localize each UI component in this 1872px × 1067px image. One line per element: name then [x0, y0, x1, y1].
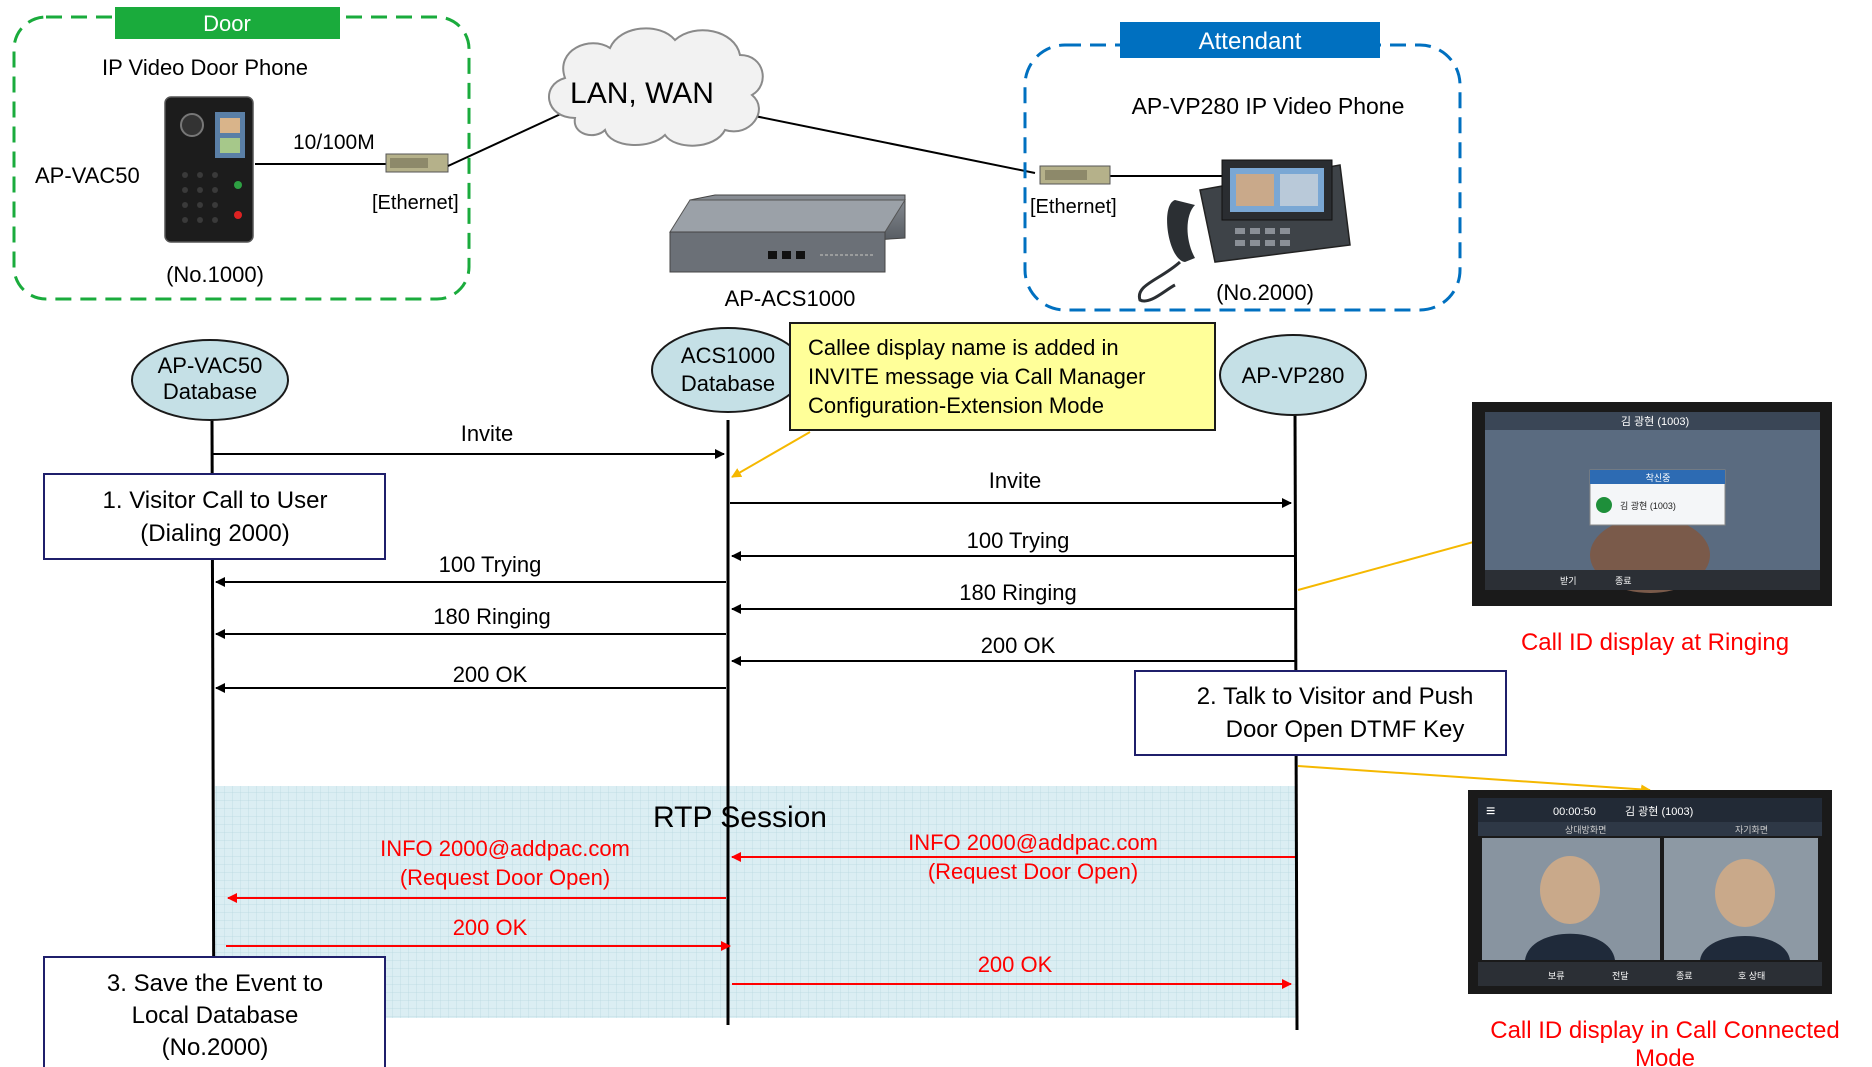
- connected-btn-end: 종료: [1676, 971, 1693, 981]
- msg-ok-right-label: 200 OK: [981, 633, 1056, 658]
- lane-acs1000-line1: ACS1000: [681, 343, 775, 368]
- callout-line1: Callee display name is added in: [808, 335, 1119, 360]
- callout-note: Callee display name is added in INVITE m…: [789, 322, 1216, 431]
- acs-server-device: [669, 194, 906, 273]
- msg-ok-red-left-label: 200 OK: [453, 915, 528, 940]
- rtp-session-area: [215, 786, 1297, 1018]
- connected-left-label: 상대방화면: [1565, 825, 1606, 835]
- msg-info-right-line1: INFO 2000@addpac.com: [908, 830, 1158, 855]
- step2-line1: 2. Talk to Visitor and Push: [1197, 683, 1474, 710]
- step2-box: 2. Talk to Visitor and Push Door Open DT…: [1134, 670, 1507, 756]
- callout-line2: INVITE message via Call Manager: [808, 364, 1145, 389]
- connected-screenshot: ≡ 00:00:50 김 광현 (1003) 상대방화면 자기화면 보류 전달 …: [1468, 790, 1832, 994]
- ringing-btn-accept: 받기: [1560, 576, 1577, 586]
- cloud-to-attendant-link: [734, 111, 1036, 174]
- msg-ringing-left-label: 180 Ringing: [433, 604, 550, 629]
- callout-pointer: [731, 431, 811, 478]
- lan-wan-cloud: LAN, WAN: [548, 27, 764, 147]
- msg-info-left-line1: INFO 2000@addpac.com: [380, 836, 630, 861]
- lane-ap-vac50-line1: AP-VAC50: [158, 353, 263, 378]
- step2-line2: Door Open DTMF Key: [1226, 716, 1465, 743]
- door-number: (No.1000): [166, 262, 264, 287]
- connected-menu-icon: ≡: [1486, 803, 1495, 820]
- ringing-caption: Call ID display at Ringing: [1521, 629, 1789, 656]
- connected-right-label: 자기화면: [1735, 825, 1768, 835]
- msg-invite-right-label: Invite: [989, 468, 1042, 493]
- connected-btn-status: 호 상태: [1738, 971, 1765, 981]
- msg-trying-left-label: 100 Trying: [439, 552, 542, 577]
- msg-ok-left-label: 200 OK: [453, 662, 528, 687]
- door-speed: 10/100M: [293, 131, 375, 154]
- door-title: IP Video Door Phone: [102, 55, 308, 80]
- door-ethernet-switch: [385, 153, 449, 173]
- video-phone-device: [1137, 159, 1351, 303]
- msg-ok-red-right-label: 200 OK: [978, 952, 1053, 977]
- connected-btn-hold: 보류: [1548, 971, 1565, 981]
- rtp-session-label: RTP Session: [653, 801, 827, 834]
- connected-timer: 00:00:50: [1553, 806, 1596, 818]
- connected-name: 김 광현 (1003): [1625, 805, 1693, 818]
- msg-ringing-right-label: 180 Ringing: [959, 580, 1076, 605]
- step3-box: 3. Save the Event to Local Database (No.…: [43, 956, 386, 1067]
- acs-server-label: AP-ACS1000: [725, 286, 856, 311]
- cloud-label: LAN, WAN: [570, 77, 714, 110]
- step3-line1: 3. Save the Event to: [107, 970, 323, 997]
- door-dashed-border: [12, 15, 471, 301]
- ringing-dialog-title: 착신중: [1646, 473, 1671, 483]
- attendant-title: AP-VP280 IP Video Phone: [1132, 93, 1405, 119]
- lane-acs1000: ACS1000 Database: [651, 327, 805, 413]
- door-group: Door IP Video Door Phone AP-VAC50 (No.10…: [12, 7, 471, 301]
- connected-pointer: [1297, 765, 1651, 795]
- step3-line2: Local Database: [132, 1002, 299, 1029]
- ringing-header: 김 광현 (1003): [1621, 415, 1689, 428]
- connected-caption-line1: Call ID display in Call Connected: [1490, 1017, 1840, 1044]
- ringing-dialog-text: 김 광현 (1003): [1620, 500, 1676, 511]
- msg-info-right-line2: (Request Door Open): [928, 859, 1138, 884]
- lane-acs1000-line2: Database: [681, 371, 775, 396]
- step1-box: 1. Visitor Call to User (Dialing 2000): [43, 473, 386, 560]
- door-badge-label: Door: [203, 11, 251, 36]
- attendant-badge-label: Attendant: [1199, 28, 1302, 55]
- ringing-btn-end: 종료: [1615, 576, 1632, 586]
- step1-line2: (Dialing 2000): [140, 520, 289, 547]
- msg-info-left-line2: (Request Door Open): [400, 865, 610, 890]
- attendant-number: (No.2000): [1216, 280, 1314, 305]
- lane-ap-vac50: AP-VAC50 Database: [131, 339, 289, 421]
- door-phone-device: [164, 96, 254, 243]
- door-ethernet-label: [Ethernet]: [372, 192, 459, 214]
- lane-ap-vp280: AP-VP280: [1219, 334, 1367, 416]
- connected-btn-transfer: 전달: [1612, 970, 1629, 981]
- ringing-phone-icon: [1596, 497, 1612, 513]
- attendant-ethernet-label: [Ethernet]: [1030, 196, 1117, 218]
- lane-ap-vp280-label: AP-VP280: [1242, 363, 1345, 388]
- door-to-cloud-link: [447, 111, 566, 167]
- door-badge: [115, 7, 340, 39]
- attendant-group: Attendant AP-VP280 IP Video Phone [Ether…: [1023, 22, 1462, 312]
- door-model: AP-VAC50: [35, 163, 140, 188]
- connected-caption-line2: Mode: [1635, 1045, 1695, 1067]
- ringing-screenshot: 김 광현 (1003) 착신중 김 광현 (1003) 받기 종료: [1472, 402, 1832, 606]
- msg-invite-left-label: Invite: [461, 421, 514, 446]
- lane-ap-vac50-line2: Database: [163, 379, 257, 404]
- step3-line3: (No.2000): [162, 1034, 269, 1061]
- attendant-badge: [1120, 22, 1380, 58]
- callout-line3: Configuration-Extension Mode: [808, 393, 1104, 418]
- step1-line1: 1. Visitor Call to User: [103, 487, 328, 514]
- attendant-ethernet-switch: [1039, 165, 1111, 185]
- msg-trying-right-label: 100 Trying: [967, 528, 1070, 553]
